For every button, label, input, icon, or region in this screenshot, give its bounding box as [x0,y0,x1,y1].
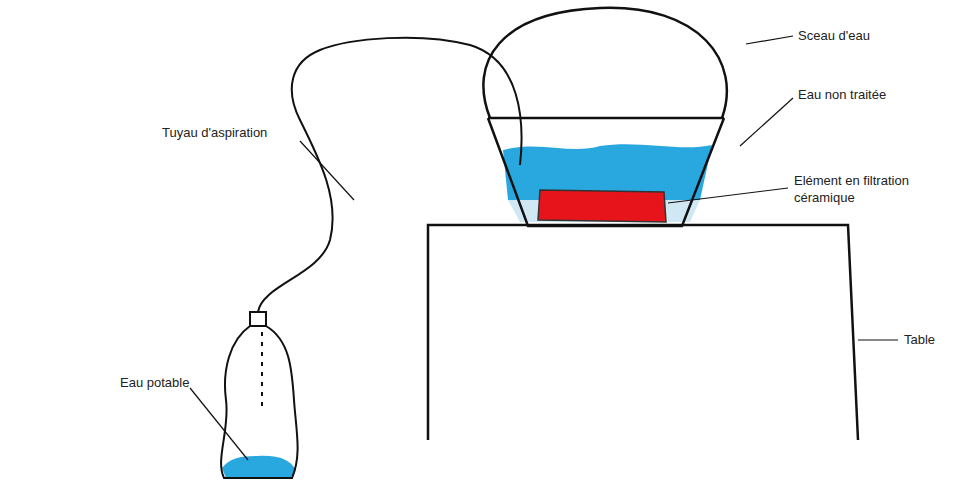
bottle [221,312,298,478]
part-label: Tuyau d'aspiration [162,124,267,141]
part-label: Eau potable [120,374,189,391]
table-outline [428,225,858,440]
part-label: Elément en filtration céramique [794,172,944,206]
part-label: Sceau d'eau [798,27,870,44]
ceramic-filter [538,190,666,222]
drinking-water [222,456,296,478]
part-label: Table [904,331,935,348]
leader-lines [190,36,898,460]
part-label: Eau non traitée [798,86,886,103]
suction-hose [258,38,522,312]
